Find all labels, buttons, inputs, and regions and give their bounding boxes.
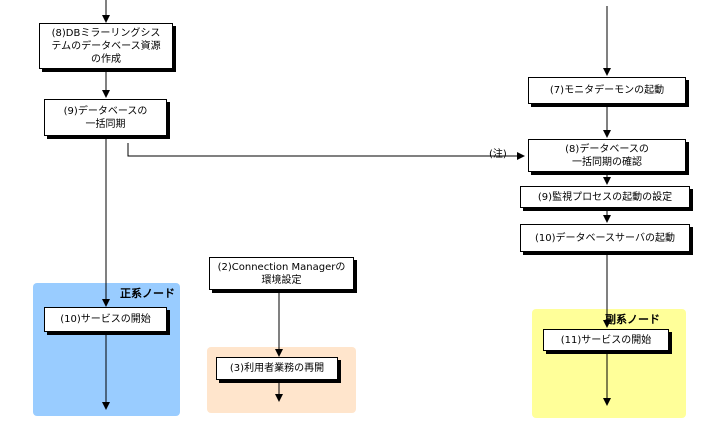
left-step8-box: (8)DBミラーリングシス テムのデータベース資源 の作成 — [39, 23, 173, 69]
right-step10-box: (10)データベースサーバの起動 — [520, 224, 690, 252]
left-step10-line1: (10)サービスの開始 — [60, 314, 151, 325]
left-step9-line2: 一括同期 — [85, 118, 126, 130]
left-step8-line1: (8)DBミラーリングシス — [51, 27, 161, 39]
arrow-cross-to-right-step8 — [127, 143, 525, 160]
mid-step2-line1: (2)Connection Managerの — [217, 261, 346, 273]
right-step9-box: (9)監視プロセスの起動の設定 — [520, 186, 690, 208]
mid-step3-line1: (3)利用者業務の再開 — [229, 363, 325, 374]
mid-step2-box: (2)Connection Managerの 環境設定 — [209, 257, 354, 290]
primary-node-label: 正系ノード — [120, 287, 175, 300]
secondary-node-label: 副系ノード — [605, 313, 660, 326]
left-step9-box: (9)データベースの 一括同期 — [44, 99, 167, 136]
left-step8-line3: の作成 — [91, 53, 121, 65]
note-label: (注) — [489, 149, 507, 160]
right-step7-box: (7)モニタデーモンの起動 — [528, 77, 686, 104]
left-step8-line2: テムのデータベース資源 — [51, 40, 161, 52]
right-step11-box: (11)サービスの開始 — [543, 329, 669, 351]
right-step8-line1: (8)データベースの — [565, 143, 649, 155]
right-step10-line1: (10)データベースサーバの起動 — [535, 232, 675, 244]
left-step10-box: (10)サービスの開始 — [44, 307, 167, 332]
right-step8-box: (8)データベースの 一括同期の確認 — [528, 139, 686, 172]
right-step11-line1: (11)サービスの開始 — [560, 334, 652, 346]
mid-step2-line2: 環境設定 — [261, 274, 302, 286]
right-step8-line2: 一括同期の確認 — [572, 156, 642, 168]
right-step7-line1: (7)モニタデーモンの起動 — [549, 85, 665, 96]
right-step9-line1: (9)監視プロセスの起動の設定 — [537, 191, 673, 203]
left-step9-line1: (9)データベースの — [63, 105, 148, 117]
mid-step3-box: (3)利用者業務の再開 — [216, 357, 338, 380]
